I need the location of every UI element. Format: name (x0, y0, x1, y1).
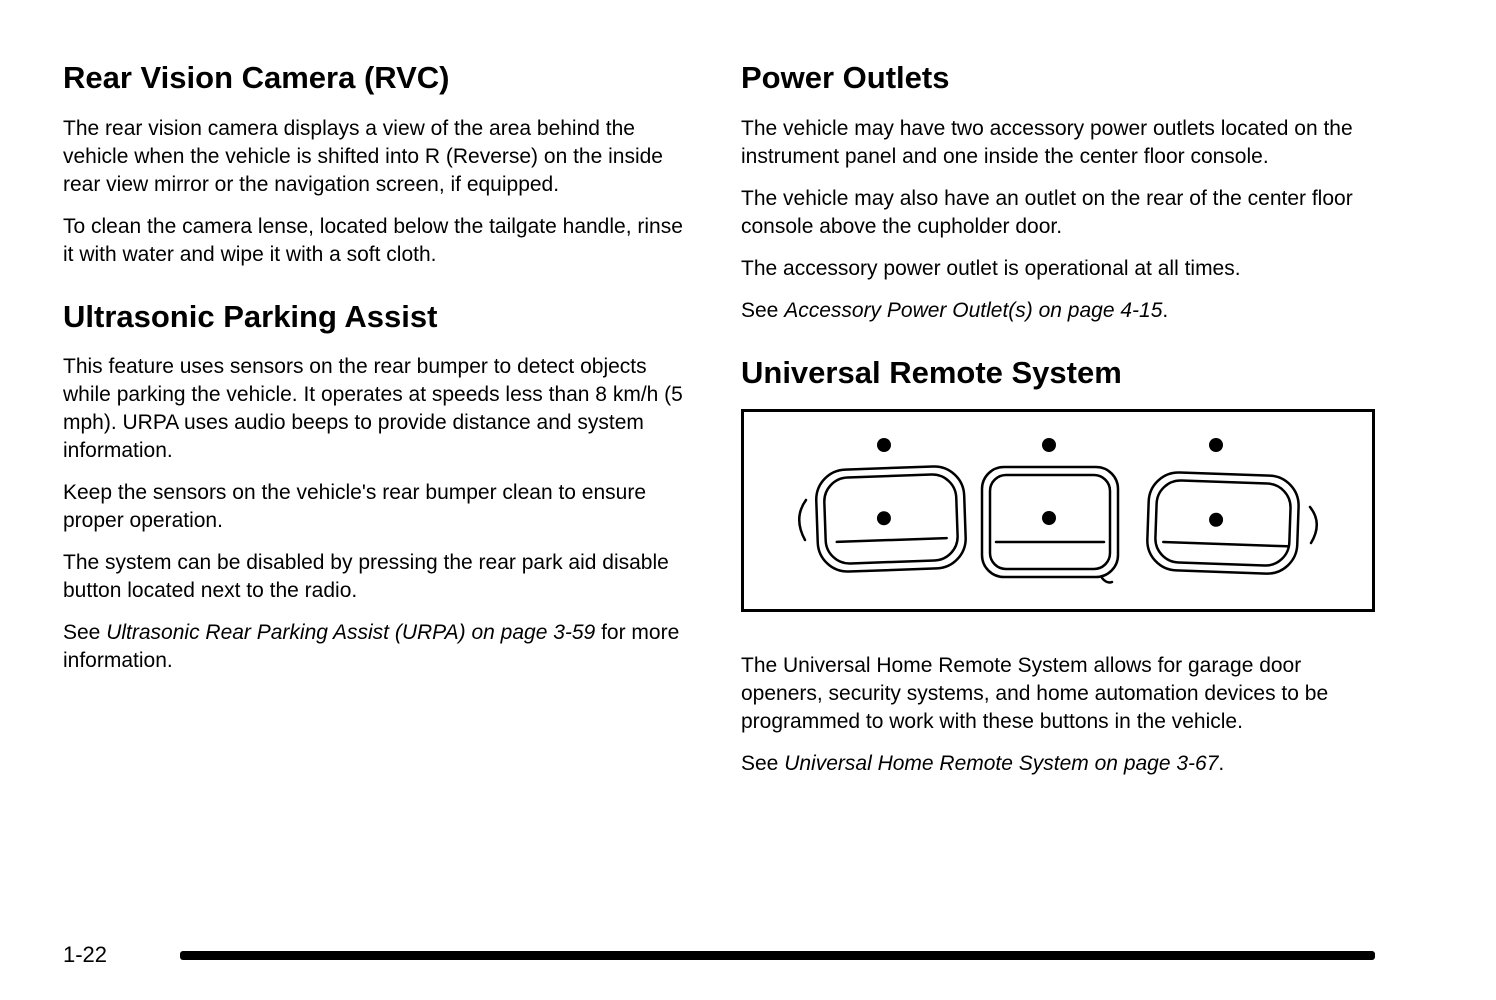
top-dot-left (877, 438, 891, 453)
section-title-ultrasonic-parking-assist: Ultrasonic Parking Assist (63, 298, 438, 334)
urpa-paragraph-2: Keep the sensors on the vehicle's rear b… (63, 481, 647, 533)
urpa-paragraph-1: This feature uses sensors on the rear bu… (63, 355, 683, 463)
universal-remote-see-suffix: . (1218, 752, 1225, 776)
two-column-layout: Rear Vision Camera (RVC) The rear vision… (63, 60, 1436, 792)
urpa-paragraph-3: The system can be disabled by pressing t… (63, 551, 669, 603)
universal-remote-paragraph-1: The Universal Home Remote System allows … (741, 654, 1329, 734)
section-title-rear-vision-camera: Rear Vision Camera (RVC) (63, 60, 450, 95)
urpa-see-suffix: for more information. (63, 621, 680, 673)
top-dot-middle (1042, 438, 1056, 453)
urpa-see-reference: See Ultrasonic Rear Parking Assist (URPA… (63, 619, 685, 675)
power-outlets-paragraph-2: The vehicle may also have an outlet on t… (741, 186, 1353, 238)
left-column: Rear Vision Camera (RVC) The rear vision… (63, 60, 685, 689)
console-edge-mark-right (1308, 506, 1318, 545)
power-outlets-see-prefix: See (741, 298, 785, 322)
universal-remote-figure (741, 409, 1375, 613)
section-title-universal-remote-system: Universal Remote System (741, 354, 1122, 390)
urpa-see-prefix: See (63, 621, 107, 645)
rvc-paragraph-2: To clean the camera lense, located below… (63, 214, 683, 266)
page-footer: 1-22 (63, 942, 1375, 968)
universal-remote-see-reference: See Universal Home Remote System on page… (741, 750, 1375, 778)
manual-page: Rear Vision Camera (RVC) The rear vision… (63, 60, 1436, 792)
footer-rule (180, 950, 1375, 960)
universal-remote-buttons-illustration-svg (798, 438, 1318, 585)
middle-button-tail (1100, 577, 1114, 585)
universal-remote-see-prefix: See (741, 752, 785, 776)
power-outlets-paragraph-3: The accessory power outlet is operationa… (741, 256, 1241, 280)
universal-remote-see-cross-reference: Universal Home Remote System on page 3-6… (784, 752, 1219, 776)
right-column: Power Outlets The vehicle may have two a… (741, 60, 1375, 792)
power-outlets-see-cross-reference: Accessory Power Outlet(s) on page 4-15 (784, 298, 1163, 322)
urpa-see-cross-reference: Ultrasonic Rear Parking Assist (URPA) on… (106, 621, 596, 645)
power-outlets-see-reference: See Accessory Power Outlet(s) on page 4-… (741, 297, 1375, 325)
section-title-power-outlets: Power Outlets (741, 60, 950, 95)
top-dot-right (1209, 438, 1223, 453)
remote-button-middle (980, 466, 1120, 585)
power-outlets-see-suffix: . (1162, 298, 1169, 322)
remote-button-right (1146, 471, 1300, 576)
power-outlets-paragraph-1: The vehicle may have two accessory power… (741, 116, 1353, 168)
rvc-paragraph-1: The rear vision camera displays a view o… (63, 116, 663, 196)
page-number: 1-22 (63, 942, 108, 967)
remote-button-left (815, 465, 967, 574)
console-edge-mark-left (798, 499, 808, 542)
